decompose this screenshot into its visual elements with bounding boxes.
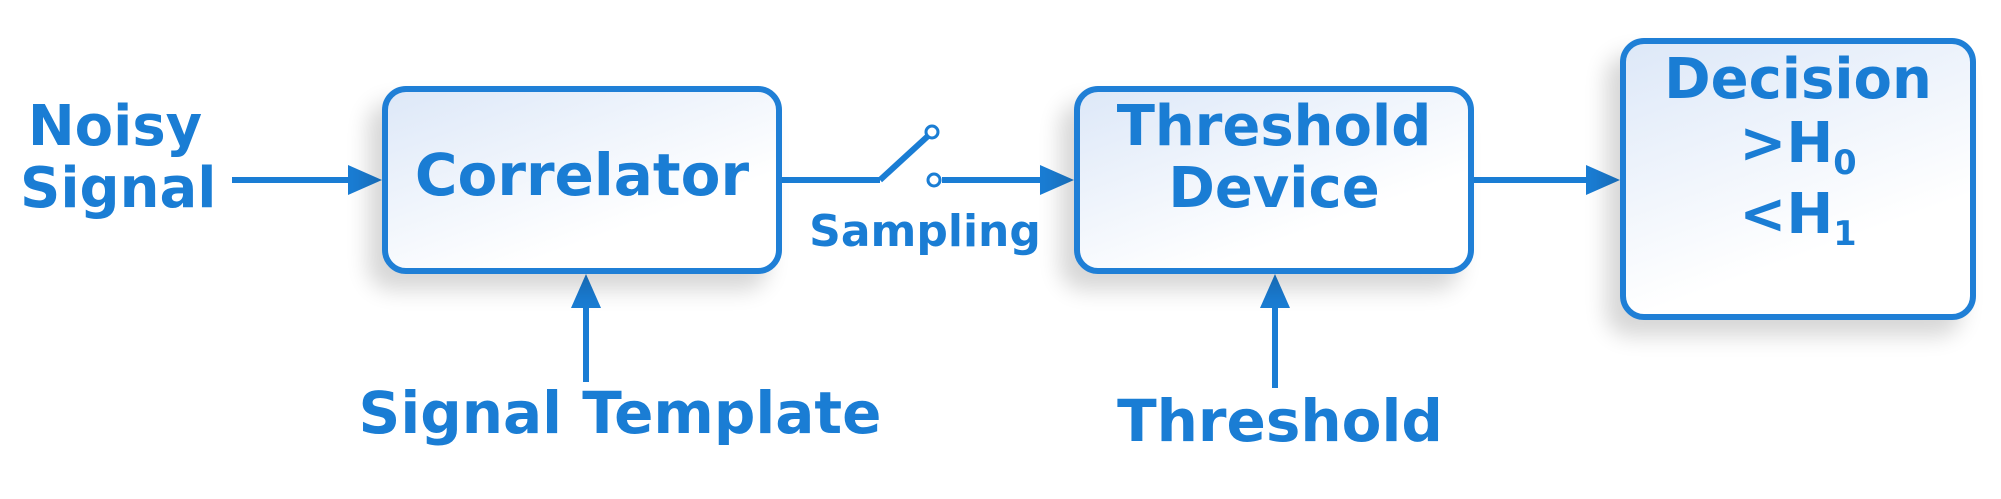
decision-title: Decision <box>1664 47 1932 112</box>
signal-template-label: Signal Template <box>358 379 882 447</box>
noisy-signal-label: Noisy Signal <box>20 94 217 221</box>
switch-to-threshold-arrow-arrowhead <box>1040 165 1074 195</box>
switch-upper-contact <box>924 124 940 140</box>
correlator-box <box>382 86 782 274</box>
threshold-device-line2: Device <box>1168 155 1380 221</box>
threshold-to-decision-arrow-arrowhead <box>1586 165 1620 195</box>
decision-h0: >H0 <box>1739 111 1857 183</box>
switch-lower-contact <box>926 172 942 188</box>
template-to-correlator-arrow-arrowhead <box>571 274 601 308</box>
noisy-signal-line1: Noisy <box>27 94 203 159</box>
correlator-label: Correlator <box>414 141 750 209</box>
decision-h1: <H1 <box>1739 181 1857 253</box>
threshold-device-label: Threshold Device <box>1074 96 1474 219</box>
sampling-switch-blade <box>877 133 931 183</box>
noisy-signal-line2: Signal <box>20 155 217 221</box>
decision-label: Decision >H0 <H1 <box>1620 47 1976 253</box>
threshold-input-label: Threshold <box>1117 387 1443 455</box>
threshold-device-line1: Threshold <box>1116 94 1432 159</box>
decision-box <box>1620 38 1976 320</box>
threshold-input-arrow-arrowhead <box>1260 274 1290 308</box>
threshold-device-box <box>1074 86 1474 274</box>
input-to-correlator-arrow-arrowhead <box>348 165 382 195</box>
sampling-label: Sampling <box>809 206 1041 257</box>
